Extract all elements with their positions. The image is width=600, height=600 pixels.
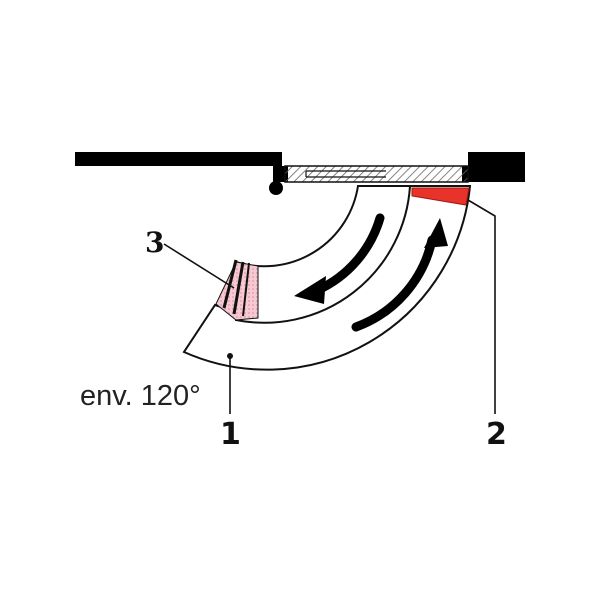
label-part-2: 2 — [486, 417, 507, 452]
arrow-outward-head-icon — [424, 218, 448, 248]
arrow-outward-curve — [351, 235, 437, 332]
pivot-dot — [269, 181, 283, 195]
label-part-1: 1 — [220, 417, 241, 452]
leader-2 — [467, 199, 496, 414]
frame-left-bar — [75, 152, 288, 182]
leader-3 — [163, 243, 235, 289]
wear-stripe-c — [242, 262, 250, 317]
arrow-inward-curve — [313, 213, 385, 295]
frame-right-bar — [468, 152, 525, 182]
wear-stripe-a — [222, 259, 238, 309]
wear-stripe-b — [232, 261, 245, 315]
label-angle-note: env. 120° — [80, 380, 201, 412]
inner-arc-band — [235, 185, 412, 324]
arrow-inward-head-icon — [294, 276, 326, 304]
threshold-plate — [284, 165, 469, 183]
label-part-3: 3 — [145, 226, 164, 259]
red-seal-strip — [411, 187, 470, 206]
